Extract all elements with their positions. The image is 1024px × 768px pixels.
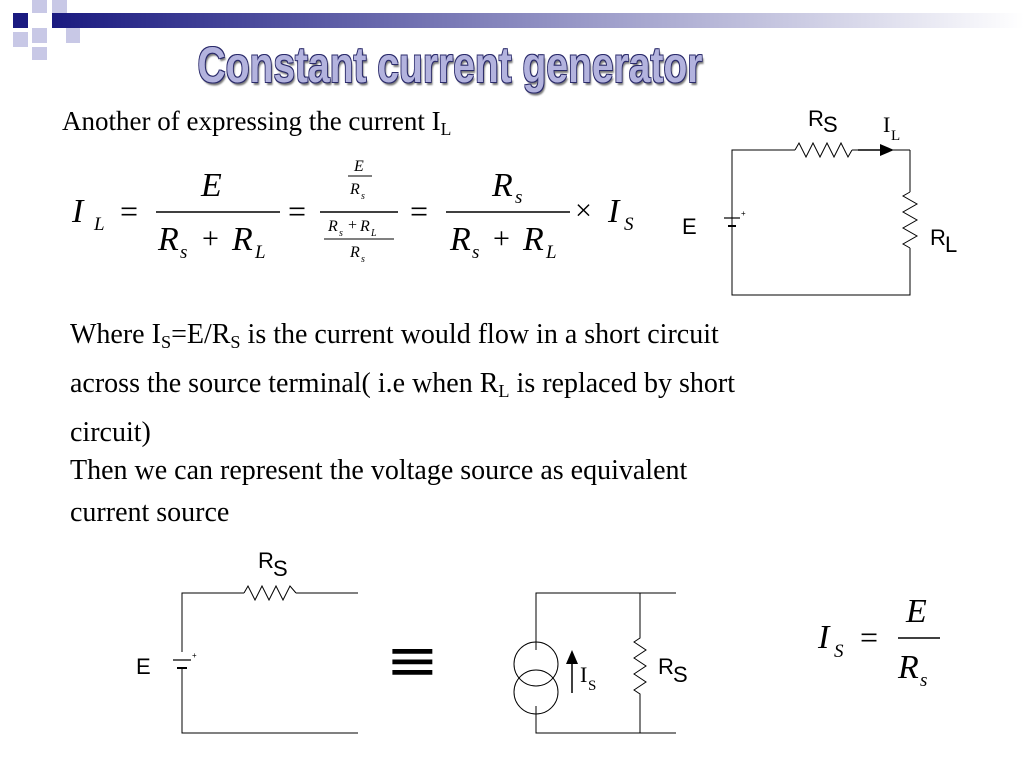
deco-square: [32, 0, 47, 13]
wire: [731, 235, 911, 296]
wire: [181, 668, 358, 734]
il-label: I: [883, 112, 890, 137]
rs-label: R: [258, 548, 274, 573]
slide-title: Constant current generator: [197, 37, 703, 93]
eq1-lhs-sub: L: [93, 214, 105, 235]
eq2-lhs: I: [817, 619, 831, 656]
cf-r-sub: s: [361, 191, 365, 202]
cf-r: R: [349, 181, 360, 198]
eq1-den2-plus: +: [493, 222, 510, 255]
cf-r2-sub: s: [361, 254, 365, 265]
current-arrow: [880, 144, 894, 156]
eq1-is: I: [607, 193, 621, 230]
deco-square: [13, 13, 28, 28]
paragraph-line: current source: [70, 497, 230, 528]
eq1-den2-rs: R: [449, 221, 471, 258]
voltage-source-circuit-small: + E R S: [136, 548, 358, 734]
eq2-lhs-sub: S: [834, 641, 844, 662]
source-e-label: E: [682, 214, 697, 239]
wire: [535, 706, 676, 734]
current-arrow-head: [566, 650, 578, 664]
paragraph-explanation: Where IS=E/RS is the current would flow …: [70, 314, 950, 454]
battery-plus: +: [192, 651, 197, 660]
source-current-equation: I S = E R s: [817, 593, 940, 691]
eq1-den-rs: R: [157, 221, 179, 258]
deco-square: [52, 0, 67, 13]
current-source-circuit: I S R S: [513, 592, 688, 734]
eq2-num: E: [905, 593, 927, 630]
il-label-sub: L: [891, 128, 900, 144]
cf-rs: R: [327, 218, 338, 235]
resistor-rs: [243, 584, 297, 602]
intro-text: Another of expressing the current IL: [62, 100, 451, 150]
eq2-equals: =: [860, 619, 878, 655]
eq1-den2-rl: R: [522, 221, 544, 258]
intro-text-sub: L: [440, 118, 452, 139]
battery-plus: +: [741, 209, 746, 218]
top-band: [52, 13, 1024, 28]
rs-label: R: [808, 106, 824, 131]
intro-text-main: Another of expressing the current I: [62, 106, 441, 136]
deco-square: [32, 28, 47, 43]
eq1-den-plus: +: [202, 222, 219, 255]
paragraph-line: Then we can represent the voltage source…: [70, 455, 688, 486]
corner-decoration: [13, 0, 1024, 60]
rs-label-sub: S: [823, 112, 838, 137]
current-source-circle-top: [513, 641, 559, 687]
eq1-den-rl: R: [231, 221, 253, 258]
voltage-source-circuit: + E R S I L R L: [682, 106, 957, 296]
wire: [731, 149, 795, 240]
cf-rl: R: [359, 218, 370, 235]
eq2-den-sub: s: [920, 670, 927, 691]
eq2-den: R: [897, 649, 919, 686]
resistor-rs: [794, 141, 853, 159]
cf-rs-sub: s: [339, 228, 343, 239]
rs-label: R: [658, 654, 674, 679]
eq1-equals-1: =: [120, 193, 138, 229]
rl-label-sub: L: [945, 232, 957, 257]
cf-rl-sub: L: [370, 228, 377, 239]
resistor-rs: [633, 593, 647, 733]
eq1-equals-2: =: [288, 193, 306, 229]
eq1-den-rl-sub: L: [254, 242, 266, 263]
is-label: I: [580, 662, 587, 687]
eq1-num-rs-sub: s: [515, 187, 522, 208]
eq1-den2-rs-sub: s: [472, 242, 479, 263]
rl-label: R: [930, 225, 946, 250]
wire: [535, 592, 676, 650]
deco-square: [32, 47, 47, 60]
cf-e: E: [353, 158, 364, 175]
rs-label-sub: S: [673, 662, 688, 687]
current-equation: I L = E R s + R L = E R s R s + R L R s …: [71, 158, 634, 265]
equivalence-symbol: ≡: [385, 626, 440, 694]
source-e-label: E: [136, 654, 151, 679]
paragraph-line: across the source terminal( i.e when RL …: [70, 368, 736, 402]
eq1-times: ×: [575, 194, 592, 227]
eq1-num-e: E: [200, 167, 222, 204]
rs-label-sub: S: [273, 556, 288, 581]
eq1-lhs: I: [71, 193, 85, 230]
eq1-den-rs-sub: s: [180, 242, 187, 263]
cf-r2: R: [349, 244, 360, 261]
wire: [181, 592, 244, 652]
eq1-equals-3: =: [410, 193, 428, 229]
eq1-num-rs: R: [491, 167, 513, 204]
eq1-is-sub: S: [624, 214, 634, 235]
paragraph-line: Where IS=E/RS is the current would flow …: [70, 319, 719, 353]
deco-square: [66, 28, 80, 43]
paragraph-line: circuit): [70, 417, 151, 449]
eq1-den2-rl-sub: L: [545, 242, 557, 263]
deco-square: [13, 32, 28, 47]
paragraph-conclusion: Then we can represent the voltage source…: [70, 450, 950, 534]
is-label-sub: S: [588, 678, 596, 694]
cf-plus: +: [348, 217, 357, 234]
resistor-rl: [901, 191, 919, 249]
